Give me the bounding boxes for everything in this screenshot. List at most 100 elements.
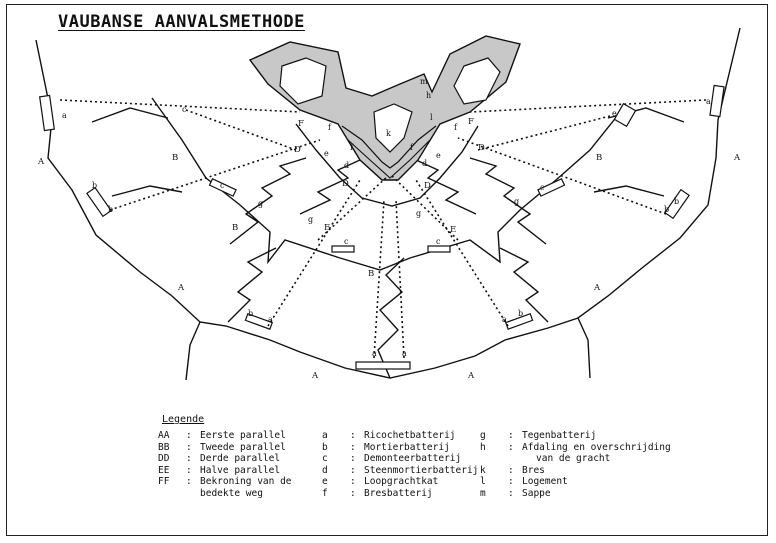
label-c-bottom-left: c — [344, 237, 349, 246]
first-parallel — [35, 27, 741, 379]
fire-line-mid-left — [317, 175, 389, 241]
siege-diagram: A A A A A A B B B B D D D D E E F F a a … — [35, 27, 741, 381]
legend-text: Bekroning van de — [200, 476, 292, 488]
label-E-right: E — [450, 225, 456, 235]
legend-key: g — [480, 430, 486, 441]
label-A-bottom-right: A — [467, 371, 475, 381]
label-c-bottom-right: c — [436, 237, 441, 246]
legend-row: a:Ricochetbatterij — [322, 430, 456, 441]
legend-key — [158, 488, 186, 500]
label-F-right: F — [468, 117, 474, 127]
fire-line-center-left — [373, 199, 385, 359]
battery-a-right — [709, 84, 725, 118]
legend-key: c — [322, 453, 328, 465]
legend-text: Loopgrachtkat — [364, 476, 439, 488]
label-D-left: D — [294, 145, 301, 155]
label-A-left: A — [37, 157, 45, 167]
label-b-right-2: b — [674, 197, 679, 206]
legend-row: c:Demonteerbatterij — [322, 453, 462, 465]
page-title: VAUBANSE AANVALSMETHODE — [58, 12, 305, 32]
legend-row: b:Mortierbatterij — [322, 441, 450, 453]
label-E-left: E — [324, 223, 330, 233]
legend-row: g:Tegenbatterij — [480, 430, 597, 441]
first-parallel-left-tail — [185, 321, 201, 381]
legend-row: f:Bresbatterij — [322, 487, 433, 499]
label-a-low-left: a — [268, 315, 273, 324]
battery-c-left — [208, 177, 237, 197]
battery-a-left — [39, 94, 55, 132]
label-k: k — [386, 129, 391, 138]
label-a-bottom-right: a — [402, 349, 407, 358]
label-b-low-left: b — [248, 309, 253, 318]
legend-key: l — [480, 476, 486, 488]
legend-text: Mortierbatterij — [364, 441, 450, 453]
legend-text: van de gracht — [536, 453, 611, 465]
fire-line-low-right — [415, 179, 509, 327]
zigzag-right-3 — [593, 185, 665, 197]
legend-text: bedekte weg — [200, 487, 263, 499]
label-b-right: b — [664, 205, 669, 214]
label-A-right: A — [733, 153, 741, 163]
zigzag-right-2 — [469, 157, 547, 245]
legend-text: Halve parallel — [200, 464, 281, 476]
legend-column-batteries: a:Ricochetbatterij b:Mortierbatterij c:D… — [322, 430, 478, 500]
label-d-right: d — [422, 159, 427, 168]
label-B-lower-left: B — [232, 223, 238, 233]
battery-left-low — [244, 312, 274, 330]
legend-row: k:Bres — [480, 464, 545, 476]
battery-bottom-center — [355, 361, 411, 370]
legend-row: BB:Tweede parallel — [158, 441, 286, 453]
legend-row: van de gracht — [480, 453, 671, 465]
label-b-left: b — [92, 181, 97, 190]
legend-key: d — [322, 464, 328, 476]
legend-text: Bres — [522, 464, 545, 476]
label-b-low-right: b — [518, 309, 523, 318]
battery-c-bottom-left — [331, 245, 355, 253]
label-D-inner-left: D — [342, 179, 349, 189]
label-f-inner-left: f — [350, 143, 354, 152]
label-c-left: c — [182, 105, 187, 114]
legend-key: f — [322, 487, 328, 499]
label-A-lower-left: A — [177, 283, 185, 293]
label-f-left: f — [328, 123, 332, 132]
label-B-right: B — [596, 153, 602, 163]
fortress — [248, 35, 521, 181]
label-a-left: a — [62, 111, 67, 120]
fire-line-center-right — [395, 199, 405, 359]
legend-key: k — [480, 464, 486, 476]
label-a-low-right: a — [502, 315, 507, 324]
zigzag-left-2 — [229, 157, 307, 245]
legend-row: AA:Eerste parallel — [158, 430, 286, 441]
zigzag-left-1 — [227, 247, 277, 323]
legend-column-other: g:Tegenbatterij h:Afdaling en overschrij… — [480, 430, 671, 500]
label-B-left: B — [172, 153, 178, 163]
label-g-inner-left: g — [308, 215, 313, 224]
legend-text: Logement — [522, 476, 568, 488]
label-m: m — [420, 77, 428, 86]
legend-row: d:Steenmortierbatterij — [322, 464, 479, 476]
legend-text: Bresbatterij — [364, 487, 433, 499]
label-e-right: e — [612, 109, 617, 118]
inner-zigzag-left — [299, 159, 361, 215]
legend-column-parallels: AA:Eerste parallel BB:Tweede parallel DD… — [158, 430, 292, 500]
battery-b-right — [664, 188, 690, 220]
legend-row: FF:Bekroning van de — [158, 476, 292, 488]
label-A-bottom-left: A — [311, 371, 319, 381]
legend-row: e:Loopgrachtkat — [322, 476, 439, 488]
label-b-left-2: b — [108, 205, 113, 214]
label-g-inner-right: g — [416, 209, 421, 218]
fire-line-c-left — [185, 109, 297, 151]
label-d-left: d — [344, 161, 349, 170]
fire-line-mid-right — [391, 175, 459, 241]
legend-key: b — [322, 441, 328, 453]
legend-key: a — [322, 430, 328, 441]
battery-right-low — [504, 312, 534, 330]
legend-row: l:Logement — [480, 476, 568, 488]
battery-c-bottom-right — [427, 245, 451, 253]
label-a-bottom-left: a — [372, 349, 377, 358]
second-parallel — [151, 97, 623, 271]
diagram-frame — [6, 4, 768, 536]
legend-key: BB — [158, 441, 170, 453]
legend-key: h — [480, 441, 486, 453]
legend-text: Derde parallel — [200, 453, 281, 465]
